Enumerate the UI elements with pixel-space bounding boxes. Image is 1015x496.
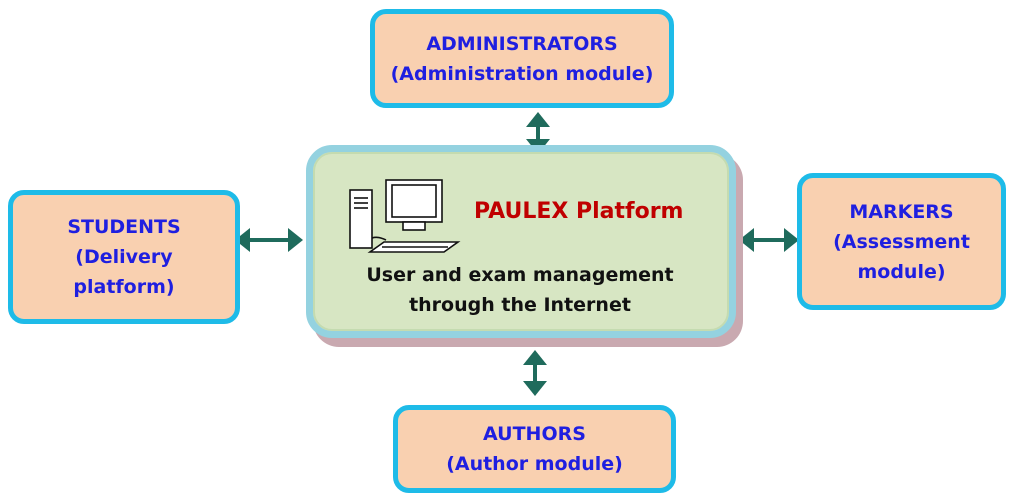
- arrow-platform-markers: [739, 228, 799, 252]
- platform-description: User and exam management through the Int…: [320, 260, 720, 320]
- authors-node: AUTHORS (Author module): [393, 405, 676, 493]
- node-subtitle: platform): [73, 276, 175, 298]
- node-title: AUTHORS: [483, 423, 586, 445]
- administrators-node: ADMINISTRATORS (Administration module): [370, 9, 674, 108]
- node-title: ADMINISTRATORS: [426, 32, 618, 55]
- platform-desc-line: through the Internet: [409, 294, 631, 316]
- platform-desc-line: User and exam management: [366, 264, 674, 286]
- node-subtitle: (Assessment: [833, 230, 970, 253]
- node-subtitle: (Delivery: [75, 246, 173, 268]
- platform-title: PAULEX Platform: [474, 199, 684, 224]
- arrow-students-platform: [235, 228, 303, 252]
- node-subtitle: (Administration module): [390, 62, 654, 85]
- students-node: STUDENTS (Delivery platform): [8, 190, 240, 324]
- node-title: MARKERS: [849, 200, 954, 223]
- arrow-platform-authors: [523, 350, 547, 396]
- node-title: STUDENTS: [67, 216, 181, 238]
- computer-icon: [349, 179, 461, 253]
- node-subtitle: (Author module): [446, 453, 623, 475]
- platform-box: [306, 145, 736, 338]
- markers-node: MARKERS (Assessment module): [797, 173, 1006, 310]
- node-subtitle: module): [857, 260, 946, 283]
